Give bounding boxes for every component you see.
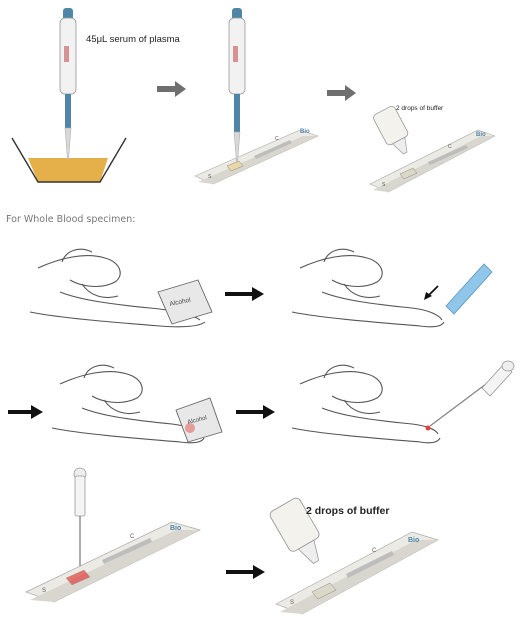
test-cassette-2: S C Bio bbox=[195, 129, 318, 184]
transfer-pipette-2 bbox=[74, 468, 86, 566]
hand-pipette-collect bbox=[292, 365, 440, 443]
transfer-pipette-1 bbox=[430, 361, 514, 426]
arrow-3 bbox=[225, 287, 264, 301]
lancet bbox=[424, 264, 492, 314]
control-marker-4: C bbox=[130, 534, 135, 540]
blood-drop bbox=[426, 426, 431, 431]
brand-label-4: Bio bbox=[170, 525, 181, 532]
buffer-drops-label-1: 2 drops of buffer bbox=[396, 105, 444, 112]
hand-lancet bbox=[292, 249, 444, 327]
brand-label-3: Bio bbox=[476, 132, 486, 138]
brand-label-2: Bio bbox=[300, 129, 310, 135]
test-cassette-4: S C Bio bbox=[26, 522, 200, 602]
arrow-4 bbox=[8, 405, 43, 419]
pipette-volume-label: 45μL serum of plasma bbox=[86, 34, 181, 45]
arrow-6 bbox=[226, 565, 265, 579]
control-marker-3: C bbox=[448, 144, 452, 150]
control-marker-5: C bbox=[372, 548, 377, 554]
arrow-1 bbox=[157, 81, 186, 97]
arrow-5 bbox=[236, 405, 275, 419]
control-marker-2: C bbox=[275, 136, 279, 142]
hand-alcohol-wipe-2 bbox=[52, 365, 204, 443]
alcohol-pad-2: Alcohol bbox=[176, 398, 222, 442]
pipette-1 bbox=[60, 8, 76, 160]
buffer-bottle-1 bbox=[372, 105, 416, 159]
arrow-2 bbox=[327, 85, 356, 101]
brand-label-5: Bio bbox=[408, 537, 419, 544]
well-marker-4: S bbox=[42, 588, 46, 594]
alcohol-pad-1: Alcohol bbox=[158, 280, 212, 324]
well-marker-5: S bbox=[290, 600, 294, 606]
buffer-drops-label-2: 2 drops of buffer bbox=[306, 505, 389, 517]
pipette-2 bbox=[229, 8, 245, 162]
